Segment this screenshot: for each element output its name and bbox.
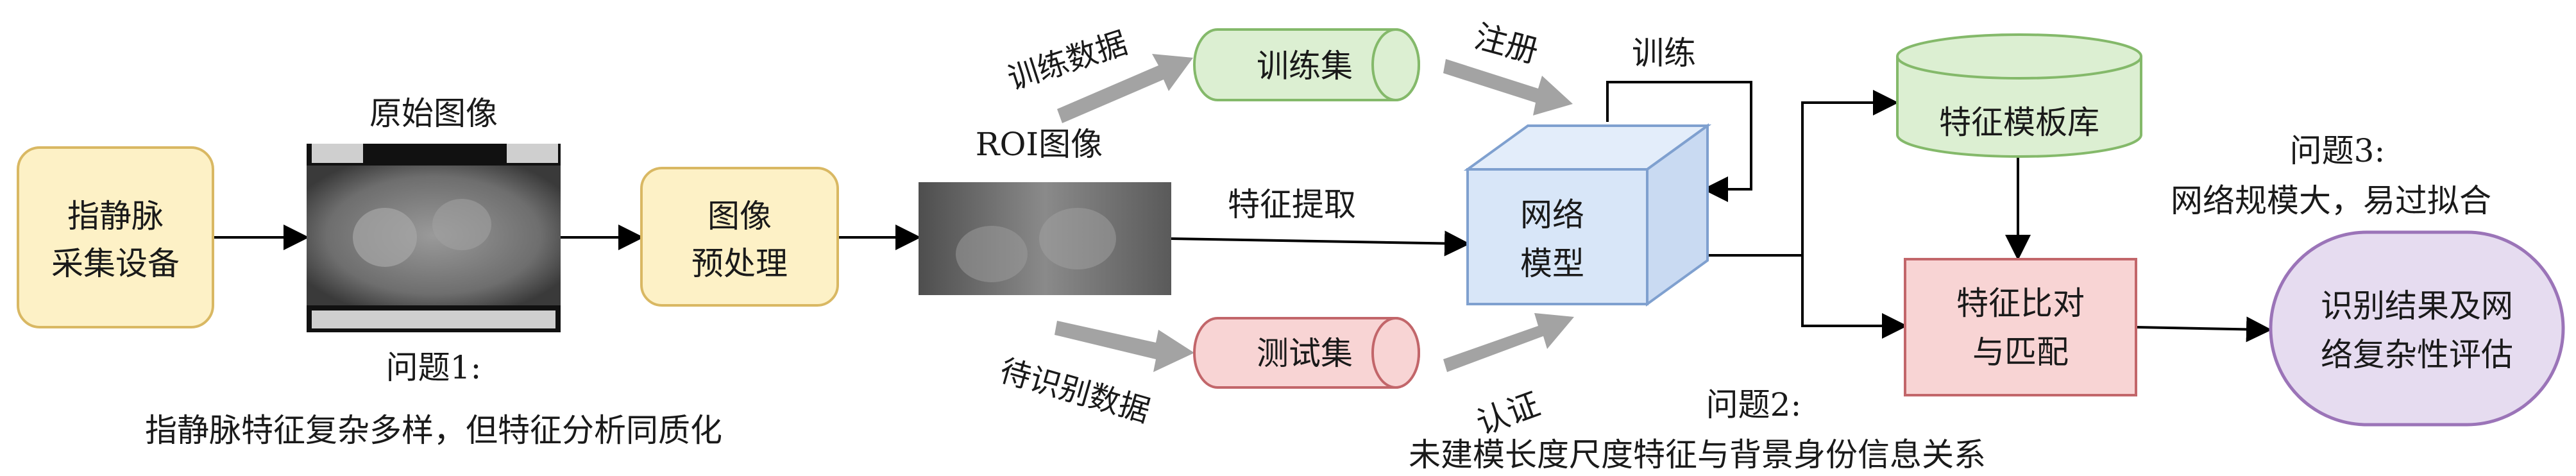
node-network: 网络 模型 — [1463, 123, 1712, 307]
gray-arrow-to-test-set — [1055, 321, 1194, 372]
node-preprocess: 图像 预处理 — [640, 167, 839, 307]
issue1-title: 问题1: — [386, 349, 482, 386]
edge-to-template-db — [1801, 90, 1899, 255]
node-result: 识别结果及网 络复杂性评估 — [2269, 230, 2565, 427]
node-train-set: 训练集 — [1193, 28, 1420, 101]
node-device: 指静脉 采集设备 — [17, 146, 214, 328]
result-label-line2: 络复杂性评估 — [2321, 336, 2513, 373]
node-match: 特征比对 与匹配 — [1904, 258, 2137, 396]
original-image-caption: 原始图像 — [369, 95, 498, 132]
match-label-line1: 特征比对 — [1956, 285, 2085, 322]
network-label-line2: 模型 — [1520, 245, 1584, 282]
gray-arrow-test-to-network — [1443, 313, 1574, 372]
edge-to-match — [1801, 255, 1908, 339]
node-roi-image: ROI图像 — [919, 126, 1171, 295]
node-template-db: 特征模板库 — [1896, 33, 2142, 158]
issue2-title: 问题2: — [1706, 386, 1802, 423]
edge-roi-to-network — [1171, 230, 1470, 257]
label-register: 注册 — [1471, 18, 1543, 71]
issue3-text: 网络规模大，易过拟合 — [2171, 182, 2491, 219]
edge-match-to-result — [2135, 316, 2272, 343]
issue-annotations: 问题1: 指静脉特征复杂多样，但特征分析同质化 问题2: 未建模长度尺度特征与背… — [145, 132, 2491, 473]
label-train: 训练 — [1632, 35, 1696, 72]
template-db-label: 特征模板库 — [1939, 104, 2099, 141]
node-test-set: 测试集 — [1193, 317, 1420, 389]
finger-vein-image — [307, 166, 561, 305]
device-label-line2: 采集设备 — [51, 245, 180, 282]
test-set-label: 测试集 — [1257, 335, 1353, 372]
gray-arrows — [1055, 54, 1574, 372]
network-label-line1: 网络 — [1520, 196, 1584, 234]
device-label-line1: 指静脉 — [67, 198, 164, 235]
node-original-image: 原始图像 — [307, 95, 561, 332]
roi-image-caption: ROI图像 — [976, 126, 1103, 163]
label-feature-extract: 特征提取 — [1228, 186, 1356, 223]
label-authenticate: 认证 — [1471, 386, 1545, 443]
preprocess-label-line1: 图像 — [708, 198, 772, 235]
train-set-label: 训练集 — [1257, 47, 1353, 85]
label-to-identify-data: 待识别数据 — [996, 353, 1154, 430]
issue3-title: 问题3: — [2290, 132, 2385, 169]
edges — [213, 81, 2272, 343]
gray-arrow-train-to-network — [1443, 59, 1573, 115]
match-label-line2: 与匹配 — [1972, 334, 2069, 371]
result-label-line1: 识别结果及网 — [2321, 287, 2513, 325]
preprocess-label-line2: 预处理 — [691, 245, 788, 282]
edge-train-loop — [1606, 81, 1752, 202]
issue1-text: 指静脉特征复杂多样，但特征分析同质化 — [145, 412, 722, 449]
issue2-text: 未建模长度尺度特征与背景身份信息关系 — [1409, 436, 1986, 473]
gray-arrow-to-train-set — [1057, 54, 1193, 123]
